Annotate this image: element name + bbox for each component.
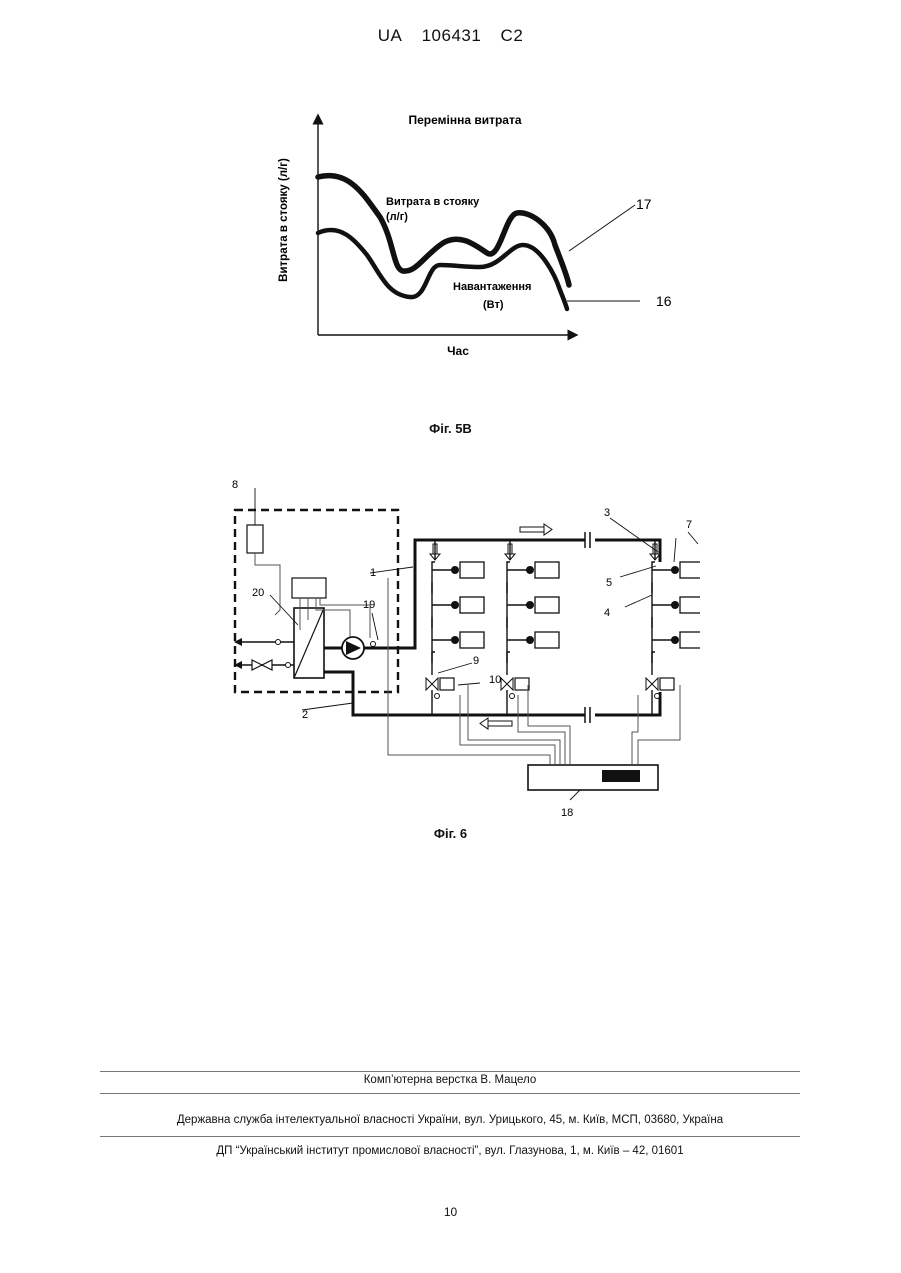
fig5b-caption: Фіг. 5В	[0, 421, 901, 436]
fig6-local-controller	[292, 578, 326, 598]
riser-2-balancing-valve-a	[501, 678, 507, 690]
fig6-label-5: 5	[606, 577, 612, 589]
fig6-label-9: 9	[473, 655, 479, 667]
riser-1-valve-2	[451, 636, 459, 644]
fig6-label-3: 3	[604, 507, 610, 519]
riser-3-sensor	[655, 694, 660, 699]
fig6-sensor-8	[247, 525, 263, 553]
fig6-label-7: 7	[686, 519, 692, 531]
fig5b-flow-label-line2: (л/г)	[386, 211, 408, 223]
fig6-controller-display	[602, 770, 640, 782]
fig5b-flow-label-line1: Витрата в стояку	[386, 196, 480, 208]
fig6-boiler-valve	[252, 660, 262, 670]
riser-1-valve-0	[451, 566, 459, 574]
riser-1-radiator-2	[460, 632, 484, 648]
riser-1-actuator	[440, 678, 454, 690]
fig5b-ref-16: 16	[656, 293, 672, 309]
riser-2-valve-0	[526, 566, 534, 574]
riser-3-valve-0	[671, 566, 679, 574]
riser-1-valve-1	[451, 601, 459, 609]
riser-2-balancing-valve-b	[507, 678, 513, 690]
riser-2-actuator	[515, 678, 529, 690]
page-number: 10	[0, 1205, 901, 1219]
riser-1-balancing-valve-a	[426, 678, 432, 690]
patent-kind: C2	[501, 26, 524, 45]
riser-2-valve-2	[526, 636, 534, 644]
riser-3-valve-1	[671, 601, 679, 609]
fig5b-leader-17	[569, 205, 635, 251]
patent-number: 106431	[422, 26, 482, 45]
footer-agency: Державна служба інтелектуальної власност…	[100, 1114, 800, 1126]
footer-layout-credit: Комп’ютерна верстка В. Мацело	[100, 1074, 800, 1086]
fig5b-x-axis-label: Час	[447, 344, 469, 358]
fig6-diagram: 8 1 20 19 2 3 7 6 5 4 9 10 18	[220, 470, 700, 820]
patent-header: UA 106431 C2	[0, 26, 901, 46]
fig6-label-20: 20	[252, 587, 264, 599]
riser-2-pipe	[507, 562, 510, 652]
riser-3-valve-2	[671, 636, 679, 644]
fig6-risers	[426, 540, 700, 715]
riser-3-actuator	[660, 678, 674, 690]
riser-3-radiator-2	[680, 632, 700, 648]
riser-3-balancing-valve-b	[652, 678, 658, 690]
riser-2-valve-1	[526, 601, 534, 609]
fig6-label-19: 19	[363, 599, 375, 611]
footer-rule-3	[100, 1136, 800, 1137]
patent-country: UA	[378, 26, 403, 45]
riser-3-radiator-1	[680, 597, 700, 613]
fig5b-ref-17: 17	[636, 196, 652, 212]
fig5b-load-label-line1: Навантаження	[453, 281, 531, 293]
fig5b-flow-curve	[318, 176, 569, 285]
riser-1-pipe	[432, 562, 435, 652]
fig6-label-1: 1	[370, 567, 376, 579]
riser-2-radiator-2	[535, 632, 559, 648]
riser-1-radiator-0	[460, 562, 484, 578]
fig5b-load-label-line2: (Вт)	[483, 299, 504, 311]
riser-1-sensor	[435, 694, 440, 699]
riser-2-radiator-0	[535, 562, 559, 578]
fig6-label-8: 8	[232, 479, 238, 491]
footer-rule-2	[100, 1093, 800, 1094]
riser-3-balancing-valve-a	[646, 678, 652, 690]
riser-3-pipe	[652, 562, 655, 652]
fig6-label-2: 2	[302, 709, 308, 721]
footer-rule-1	[100, 1071, 800, 1072]
footer-institute: ДП “Український інститут промислової вла…	[100, 1145, 800, 1157]
riser-2-sensor	[510, 694, 515, 699]
fig6-caption: Фіг. 6	[0, 826, 901, 841]
fig5b-y-axis-label: Витрата в стояку (л/г)	[278, 158, 290, 282]
fig6-label-18: 18	[561, 807, 573, 819]
riser-1-radiator-1	[460, 597, 484, 613]
fig5b-title: Перемінна витрата	[408, 113, 521, 127]
riser-2-radiator-1	[535, 597, 559, 613]
riser-3-radiator-0	[680, 562, 700, 578]
fig6-label-4: 4	[604, 607, 610, 619]
fig6-label-10: 10	[489, 674, 501, 686]
riser-1-balancing-valve-b	[432, 678, 438, 690]
fig5b-diagram: Перемінна витрата Витрата в стояку (л/г)…	[255, 105, 675, 370]
